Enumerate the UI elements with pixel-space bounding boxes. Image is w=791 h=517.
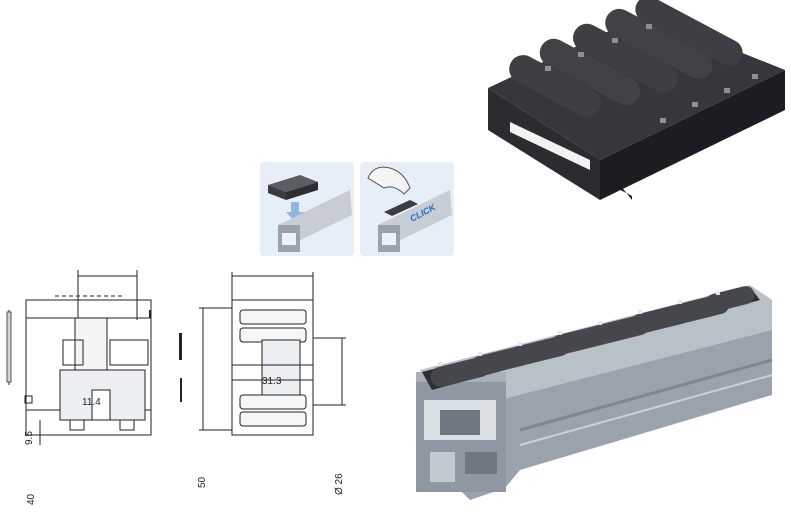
dim-40: 40 — [26, 493, 37, 505]
profile-cross-section — [416, 372, 506, 492]
roller-row — [509, 0, 743, 117]
hand-pushing — [367, 166, 411, 195]
aluminum-profile-1 — [278, 190, 352, 252]
roller-strip — [422, 286, 760, 390]
roller-insert-block — [268, 175, 318, 200]
dim-diameter-26: Ø 26 — [334, 473, 345, 495]
dim-50: 50 — [197, 476, 208, 488]
dim-9-5: 9.5 — [24, 431, 35, 445]
aluminum-profile-2 — [378, 190, 452, 252]
dim-31-3: 31.3 — [262, 376, 282, 387]
dim-11-4: 11.4 — [82, 397, 101, 408]
